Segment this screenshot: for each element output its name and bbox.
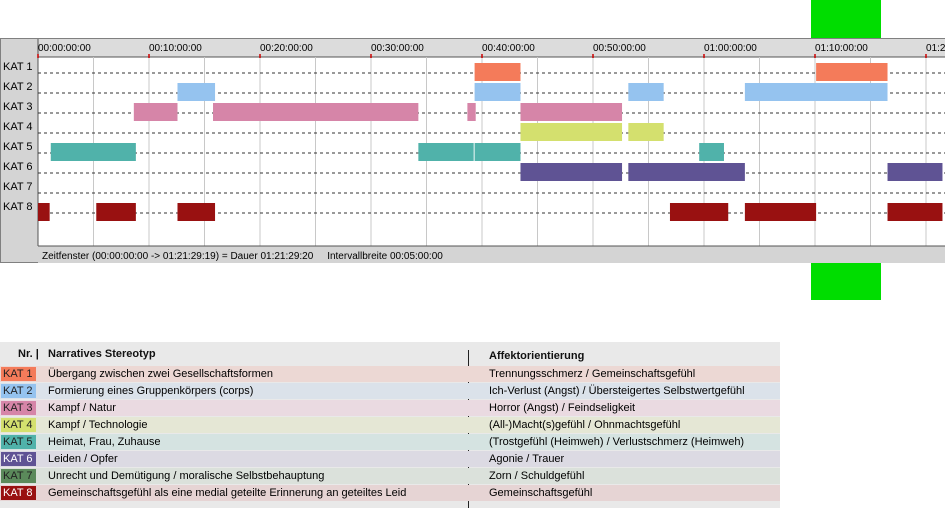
legend-stereotyp-text: Formierung eines Gruppenkörpers (corps): [48, 385, 254, 397]
row-label: KAT 8: [3, 201, 33, 213]
row-label: KAT 5: [3, 141, 33, 153]
timeline-segment[interactable]: [744, 203, 817, 221]
timeline-segment[interactable]: [816, 63, 888, 81]
legend-stereotyp-text: Heimat, Frau, Zuhause: [48, 436, 161, 448]
timeline-canvas[interactable]: 00:00:00:00 00:10:00:00 00:20:00:00 00:30:0…: [1, 39, 945, 263]
time-ruler[interactable]: [38, 39, 945, 57]
timeline-segment[interactable]: [520, 163, 623, 181]
status-text: Zeitfenster (00:00:00:00 -> 01:21:29:19)…: [42, 251, 443, 262]
timeline-segment[interactable]: [50, 143, 136, 161]
legend-affekt-text: Zorn / Schuldgefühl: [489, 470, 585, 482]
timeline-segment[interactable]: [628, 163, 745, 181]
timeline-segment[interactable]: [474, 143, 521, 161]
legend-affekt-text: Ich-Verlust (Angst) / Übersteigertes Sel…: [489, 385, 745, 397]
legend-row: KAT 6 Leiden / Opfer Agonie / Trauer: [0, 451, 780, 467]
timeline-segment[interactable]: [474, 83, 521, 101]
legend-row: KAT 3 Kampf / Natur Horror (Angst) / Feind…: [0, 400, 780, 416]
legend-stereotyp-text: Übergang zwischen zwei Gesellschaftsform…: [48, 368, 273, 380]
timeline-segment[interactable]: [177, 83, 216, 101]
green-marker-bottom: [811, 263, 881, 300]
green-marker-top: [811, 0, 881, 39]
row-label: KAT 6: [3, 161, 33, 173]
legend-stereotyp-text: Kampf / Technologie: [48, 419, 148, 431]
timeline-segment[interactable]: [669, 203, 729, 221]
status-bar: [38, 246, 945, 263]
legend-row: KAT 7 Unrecht und Demütigung / moralische…: [0, 468, 780, 484]
timeline-segment[interactable]: [177, 203, 216, 221]
legend-affekt-text: (All-)Macht(s)gefühl / Ohnmachtsgefühl: [489, 419, 681, 431]
legend-header-stereotyp: Narratives Stereotyp: [48, 348, 156, 360]
legend-affekt-text: Gemeinschaftsgefühl: [489, 487, 593, 499]
timeline-segment[interactable]: [467, 103, 476, 121]
legend-row: KAT 5 Heimat, Frau, Zuhause (Trostgefühl (…: [0, 434, 780, 450]
timeline-segment[interactable]: [474, 63, 521, 81]
legend-kat-swatch: KAT 5: [1, 435, 36, 449]
legend-kat-swatch: KAT 4: [1, 418, 36, 432]
timeline-segment[interactable]: [520, 123, 623, 141]
timeline-segment[interactable]: [744, 83, 888, 101]
legend-kat-swatch: KAT 7: [1, 469, 36, 483]
legend-stereotyp-text: Kampf / Natur: [48, 402, 116, 414]
tick-label: 00:50:00:00: [593, 43, 646, 54]
legend-row: KAT 1 Übergang zwischen zwei Gesellschaft…: [0, 366, 780, 382]
legend-kat-swatch: KAT 8: [1, 486, 36, 500]
legend-affekt-text: Agonie / Trauer: [489, 453, 565, 465]
timeline-segment[interactable]: [418, 143, 474, 161]
tick-label: 01:2: [926, 43, 945, 54]
legend-row: KAT 8 Gemeinschaftsgefühl als eine medial…: [0, 485, 780, 501]
legend-stereotyp-text: Unrecht und Demütigung / moralische Selb…: [48, 470, 325, 482]
legend-stereotyp-text: Leiden / Opfer: [48, 453, 118, 465]
legend-affekt-text: Trennungsschmerz / Gemeinschaftsgefühl: [489, 368, 696, 380]
tick-label: 00:20:00:00: [260, 43, 313, 54]
tick-label: 01:10:00:00: [815, 43, 868, 54]
legend-header-nr: Nr. |: [18, 348, 39, 360]
timeline-segment[interactable]: [699, 143, 724, 161]
timeline-segment[interactable]: [38, 203, 50, 221]
legend-kat-swatch: KAT 3: [1, 401, 36, 415]
tick-label: 01:00:00:00: [704, 43, 757, 54]
tick-label: 00:40:00:00: [482, 43, 535, 54]
legend-stereotyp-text: Gemeinschaftsgefühl als eine medial gete…: [48, 487, 407, 499]
row-label: KAT 1: [3, 61, 33, 73]
timeline-segment[interactable]: [213, 103, 419, 121]
timeline-panel[interactable]: 00:00:00:00 00:10:00:00 00:20:00:00 00:30:0…: [0, 38, 945, 263]
legend-row: KAT 4 Kampf / Technologie (All-)Macht(s)ge…: [0, 417, 780, 433]
timeline-segment[interactable]: [887, 163, 943, 181]
timeline-segment[interactable]: [628, 83, 664, 101]
legend-affekt-text: Horror (Angst) / Feindseligkeit: [489, 402, 636, 414]
row-label: KAT 2: [3, 81, 33, 93]
timeline-segment[interactable]: [133, 103, 178, 121]
tick-label: 00:00:00:00: [38, 43, 91, 54]
legend-table: Nr. | Narratives Stereotyp Affektorienti…: [0, 342, 780, 508]
timeline-segment[interactable]: [628, 123, 664, 141]
legend-kat-swatch: KAT 1: [1, 367, 36, 381]
legend-header-affekt: Affektorientierung: [489, 350, 585, 362]
row-label: KAT 7: [3, 181, 33, 193]
timeline-segment[interactable]: [96, 203, 136, 221]
legend-kat-swatch: KAT 6: [1, 452, 36, 466]
tick-label: 00:30:00:00: [371, 43, 424, 54]
row-label: KAT 4: [3, 121, 33, 133]
legend-kat-swatch: KAT 2: [1, 384, 36, 398]
legend-row: KAT 2 Formierung eines Gruppenkörpers (co…: [0, 383, 780, 399]
timeline-segment[interactable]: [887, 203, 943, 221]
legend-affekt-text: (Trostgefühl (Heimweh) / Verlustschmerz …: [489, 436, 745, 448]
timeline-segment[interactable]: [520, 103, 623, 121]
tick-label: 00:10:00:00: [149, 43, 202, 54]
row-label: KAT 3: [3, 101, 33, 113]
